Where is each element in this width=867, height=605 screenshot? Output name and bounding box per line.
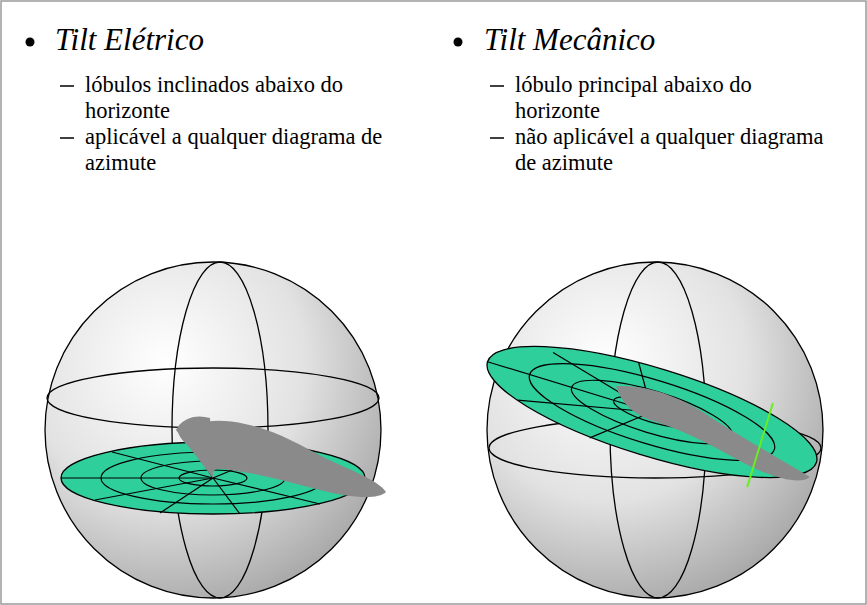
dash (490, 85, 504, 87)
dash (60, 137, 74, 139)
bullet-text: aplicável a qualquer diagrama de azimute (85, 124, 400, 176)
bullet-text: lóbulo principal abaixo do horizonte (515, 72, 830, 124)
dash (490, 137, 504, 139)
sphere-electrical (45, 262, 386, 598)
section-title: Tilt Elétrico (55, 22, 204, 58)
section-title: Tilt Mecânico (484, 22, 655, 58)
bullet-text: lóbulos inclinados abaixo do horizonte (85, 72, 400, 124)
bullet (454, 38, 463, 47)
bullet (26, 38, 35, 47)
sphere-mechanical (475, 262, 830, 598)
dash (60, 85, 74, 87)
bullet-text: não aplicável a qualquer diagrama de azi… (515, 124, 830, 176)
